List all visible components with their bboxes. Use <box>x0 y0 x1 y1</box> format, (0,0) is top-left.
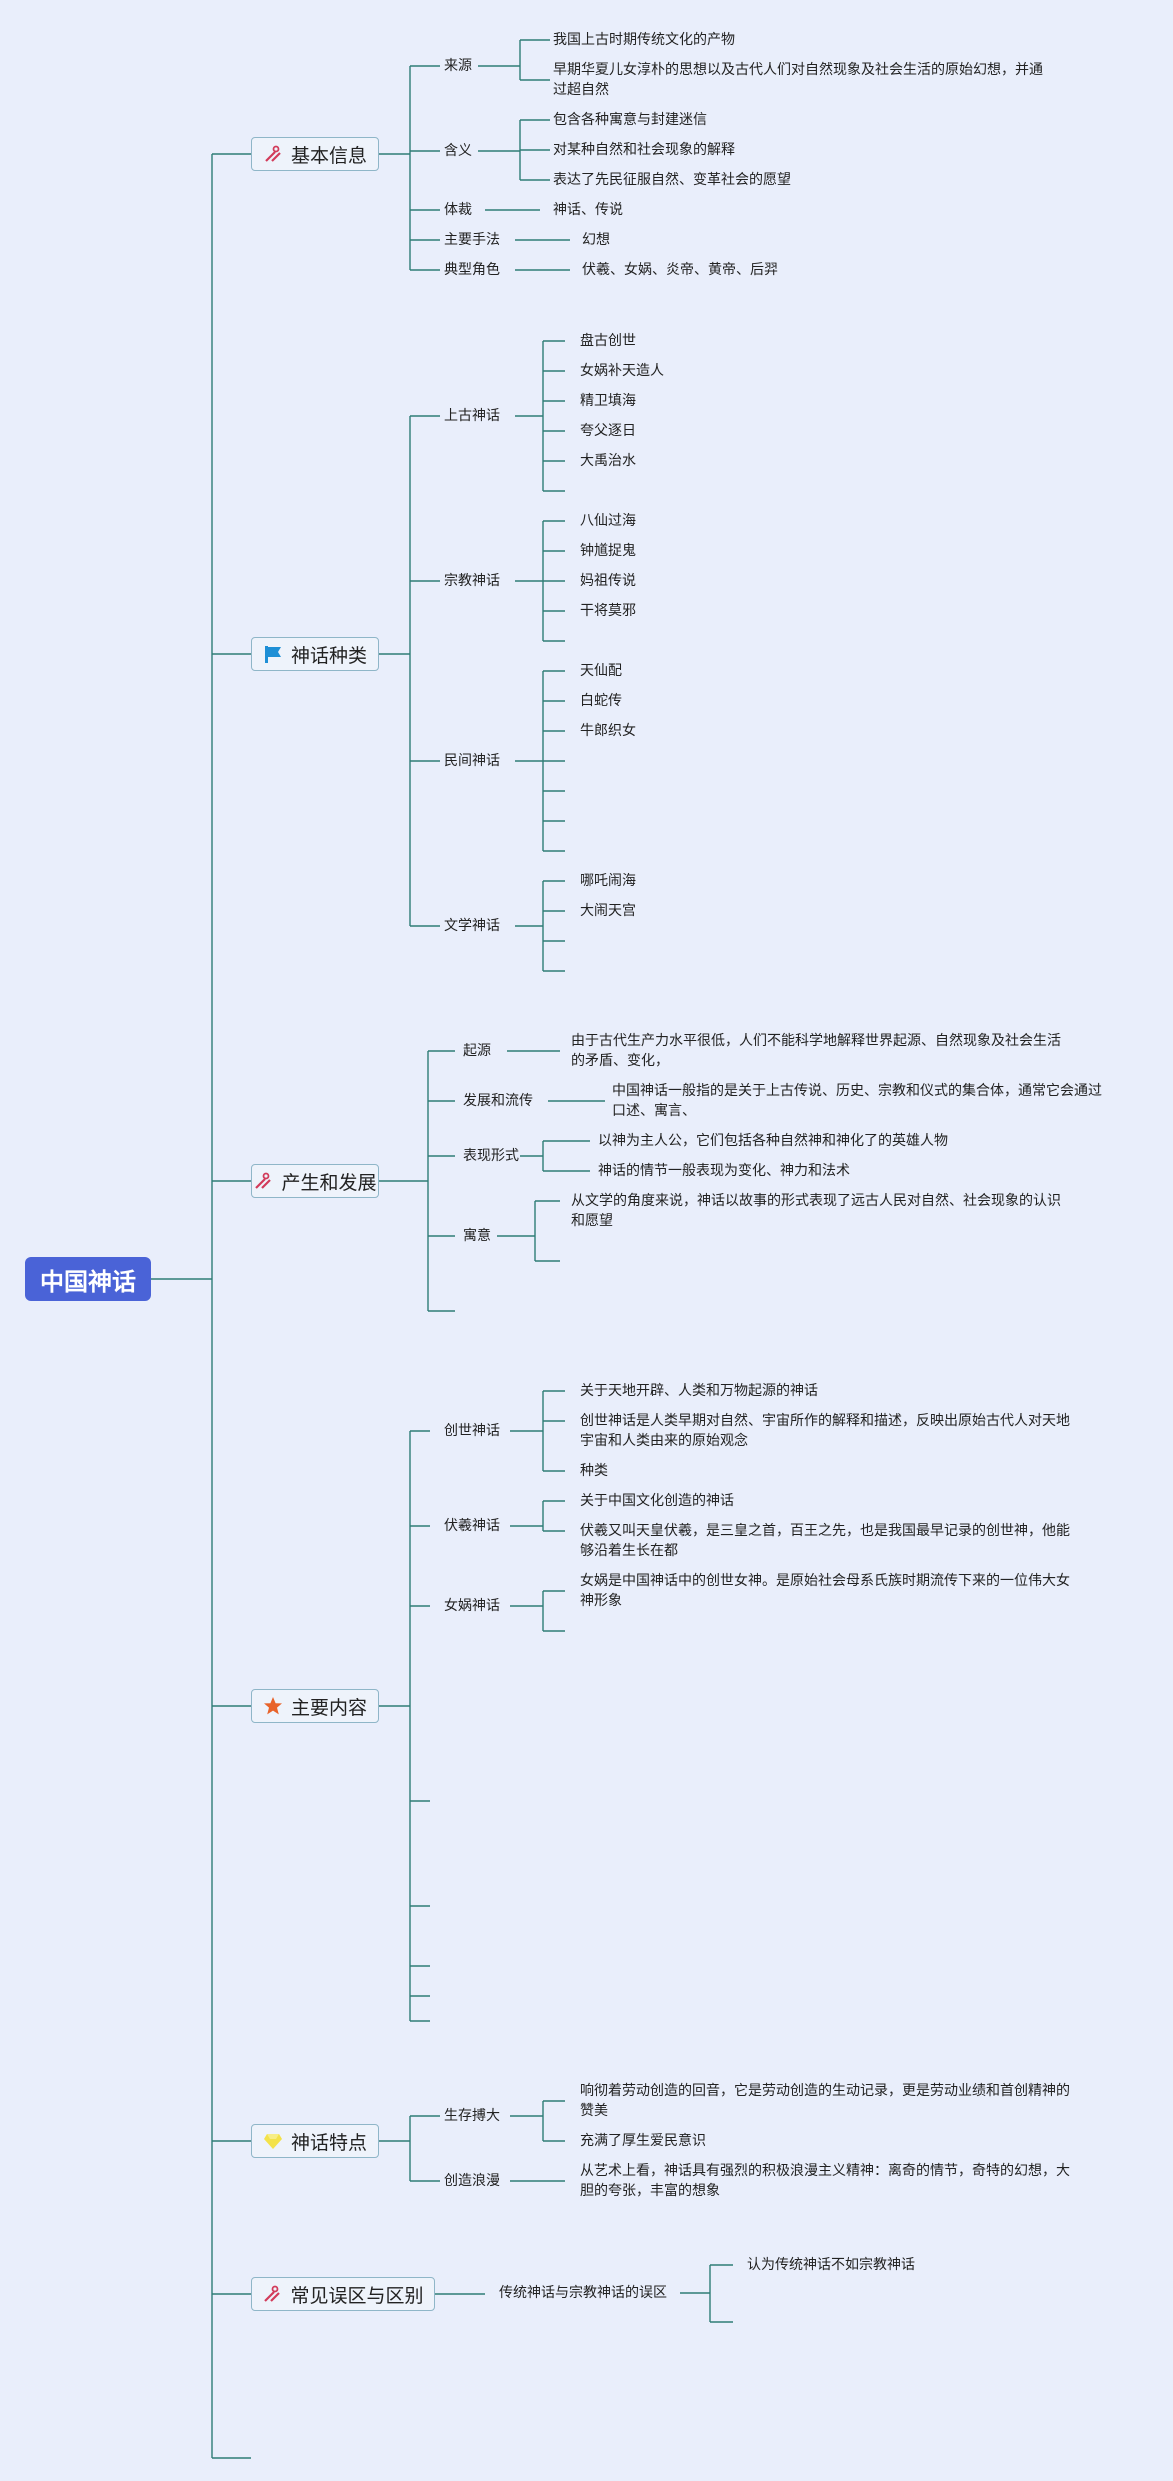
leaf-item[interactable]: 我国上古时期传统文化的产物 <box>553 32 735 48</box>
leaf-item[interactable]: 精卫填海 <box>580 393 636 409</box>
group-label[interactable]: 创造浪漫 <box>444 2173 500 2189</box>
leaf-item[interactable]: 天仙配 <box>580 663 622 679</box>
group-label[interactable]: 上古神话 <box>444 408 500 424</box>
group-label[interactable]: 表现形式 <box>463 1148 519 1164</box>
root-node[interactable]: 中国神话 <box>25 1257 151 1301</box>
leaf-item[interactable]: 充满了厚生爱民意识 <box>580 2133 706 2149</box>
group-label[interactable]: 寓意 <box>463 1228 491 1244</box>
leaf-item[interactable]: 幻想 <box>582 232 610 248</box>
branch-main-content[interactable]: 主要内容 <box>251 1689 379 1723</box>
leaf-item[interactable]: 关于天地开辟、人类和万物起源的神话 <box>580 1383 818 1399</box>
leaf-item[interactable]: 大闹天宫 <box>580 903 636 919</box>
group-label[interactable]: 文学神话 <box>444 918 500 934</box>
group-label[interactable]: 生存搏大 <box>444 2108 500 2124</box>
group-label[interactable]: 女娲神话 <box>444 1598 500 1614</box>
flag-icon <box>263 644 283 664</box>
leaf-item[interactable]: 响彻着劳动创造的回音，它是劳动创造的生动记录，更是劳动业绩和首创精神的赞美 <box>580 2083 1070 2119</box>
tools-icon <box>262 2284 282 2304</box>
group-label[interactable]: 含义 <box>444 143 472 159</box>
leaf-item[interactable]: 神话、传说 <box>553 202 623 218</box>
leaf-item[interactable]: 中国神话一般指的是关于上古传说、历史、宗教和仪式的集合体，通常它会通过口述、寓言… <box>612 1083 1102 1119</box>
leaf-item[interactable]: 表达了先民征服自然、变革社会的愿望 <box>553 172 791 188</box>
leaf-item[interactable]: 夸父逐日 <box>580 423 636 439</box>
leaf-item[interactable]: 白蛇传 <box>580 693 622 709</box>
group-label[interactable]: 创世神话 <box>444 1423 500 1439</box>
leaf-item[interactable]: 干将莫邪 <box>580 603 636 619</box>
leaf-item[interactable]: 伏羲、女娲、炎帝、黄帝、后羿 <box>582 262 778 278</box>
leaf-item[interactable]: 神话的情节一般表现为变化、神力和法术 <box>598 1163 850 1179</box>
branch-title: 神话种类 <box>290 644 367 667</box>
leaf-item[interactable]: 由于古代生产力水平很低，人们不能科学地解释世界起源、自然现象及社会生活的矛盾、变… <box>571 1033 1061 1069</box>
leaf-item[interactable]: 钟馗捉鬼 <box>580 543 636 559</box>
branch-basic-info[interactable]: 基本信息 <box>251 137 379 171</box>
leaf-item[interactable]: 从文学的角度来说，神话以故事的形式表现了远古人民对自然、社会现象的认识和愿望 <box>571 1193 1061 1229</box>
leaf-item[interactable]: 八仙过海 <box>580 513 636 529</box>
leaf-item[interactable]: 包含各种寓意与封建迷信 <box>553 112 707 128</box>
star-icon <box>263 1696 283 1716</box>
leaf-item[interactable]: 大禹治水 <box>580 453 636 469</box>
leaf-item[interactable]: 女娲补天造人 <box>580 363 664 379</box>
leaf-item[interactable]: 牛郎织女 <box>580 723 636 739</box>
group-label[interactable]: 发展和流传 <box>463 1093 533 1109</box>
group-label[interactable]: 来源 <box>444 58 472 74</box>
group-label[interactable]: 典型角色 <box>444 262 500 278</box>
tools-icon <box>263 144 283 164</box>
group-label[interactable]: 起源 <box>463 1043 491 1059</box>
branch-misconceptions[interactable]: 常见误区与区别 <box>251 2277 435 2311</box>
leaf-item[interactable]: 认为传统神话不如宗教神话 <box>747 2257 915 2273</box>
group-label[interactable]: 宗教神话 <box>444 573 500 589</box>
leaf-item[interactable]: 创世神话是人类早期对自然、宇宙所作的解释和描述，反映出原始古代人对天地宇宙和人类… <box>580 1413 1070 1449</box>
leaf-item[interactable]: 对某种自然和社会现象的解释 <box>553 142 735 158</box>
group-label[interactable]: 传统神话与宗教神话的误区 <box>499 2285 667 2301</box>
group-label[interactable]: 民间神话 <box>444 753 500 769</box>
branch-title: 基本信息 <box>290 144 367 167</box>
gem-icon <box>263 2131 283 2151</box>
group-label[interactable]: 主要手法 <box>444 232 500 248</box>
group-label[interactable]: 伏羲神话 <box>444 1518 500 1534</box>
leaf-item[interactable]: 从艺术上看，神话具有强烈的积极浪漫主义精神：离奇的情节，奇特的幻想，大胆的夸张，… <box>580 2163 1070 2199</box>
leaf-item[interactable]: 关于中国文化创造的神话 <box>580 1493 734 1509</box>
leaf-item[interactable]: 哪吒闹海 <box>580 873 636 889</box>
leaf-item[interactable]: 盘古创世 <box>580 333 636 349</box>
branch-title: 神话特点 <box>290 2131 367 2154</box>
leaf-item[interactable]: 种类 <box>580 1463 608 1479</box>
leaf-item[interactable]: 妈祖传说 <box>580 573 636 589</box>
branch-title: 主要内容 <box>290 1696 367 1719</box>
branch-title: 常见误区与区别 <box>290 2284 424 2307</box>
branch-myth-features[interactable]: 神话特点 <box>251 2124 379 2158</box>
branch-origin-development[interactable]: 产生和发展 <box>251 1164 379 1198</box>
branch-title: 产生和发展 <box>281 1171 377 1194</box>
leaf-item[interactable]: 伏羲又叫天皇伏羲，是三皇之首，百王之先，也是我国最早记录的创世神，他能够沿着生长… <box>580 1523 1070 1559</box>
leaf-item[interactable]: 早期华夏儿女淳朴的思想以及古代人们对自然现象及社会生活的原始幻想，并通过超自然 <box>553 62 1043 98</box>
group-label[interactable]: 体裁 <box>444 202 472 218</box>
leaf-item[interactable]: 女娲是中国神话中的创世女神。是原始社会母系氏族时期流传下来的一位伟大女神形象 <box>580 1573 1070 1609</box>
root-label: 中国神话 <box>40 1267 136 1296</box>
tools-icon <box>253 1171 273 1191</box>
leaf-item[interactable]: 以神为主人公，它们包括各种自然神和神化了的英雄人物 <box>598 1133 948 1149</box>
branch-myth-types[interactable]: 神话种类 <box>251 637 379 671</box>
